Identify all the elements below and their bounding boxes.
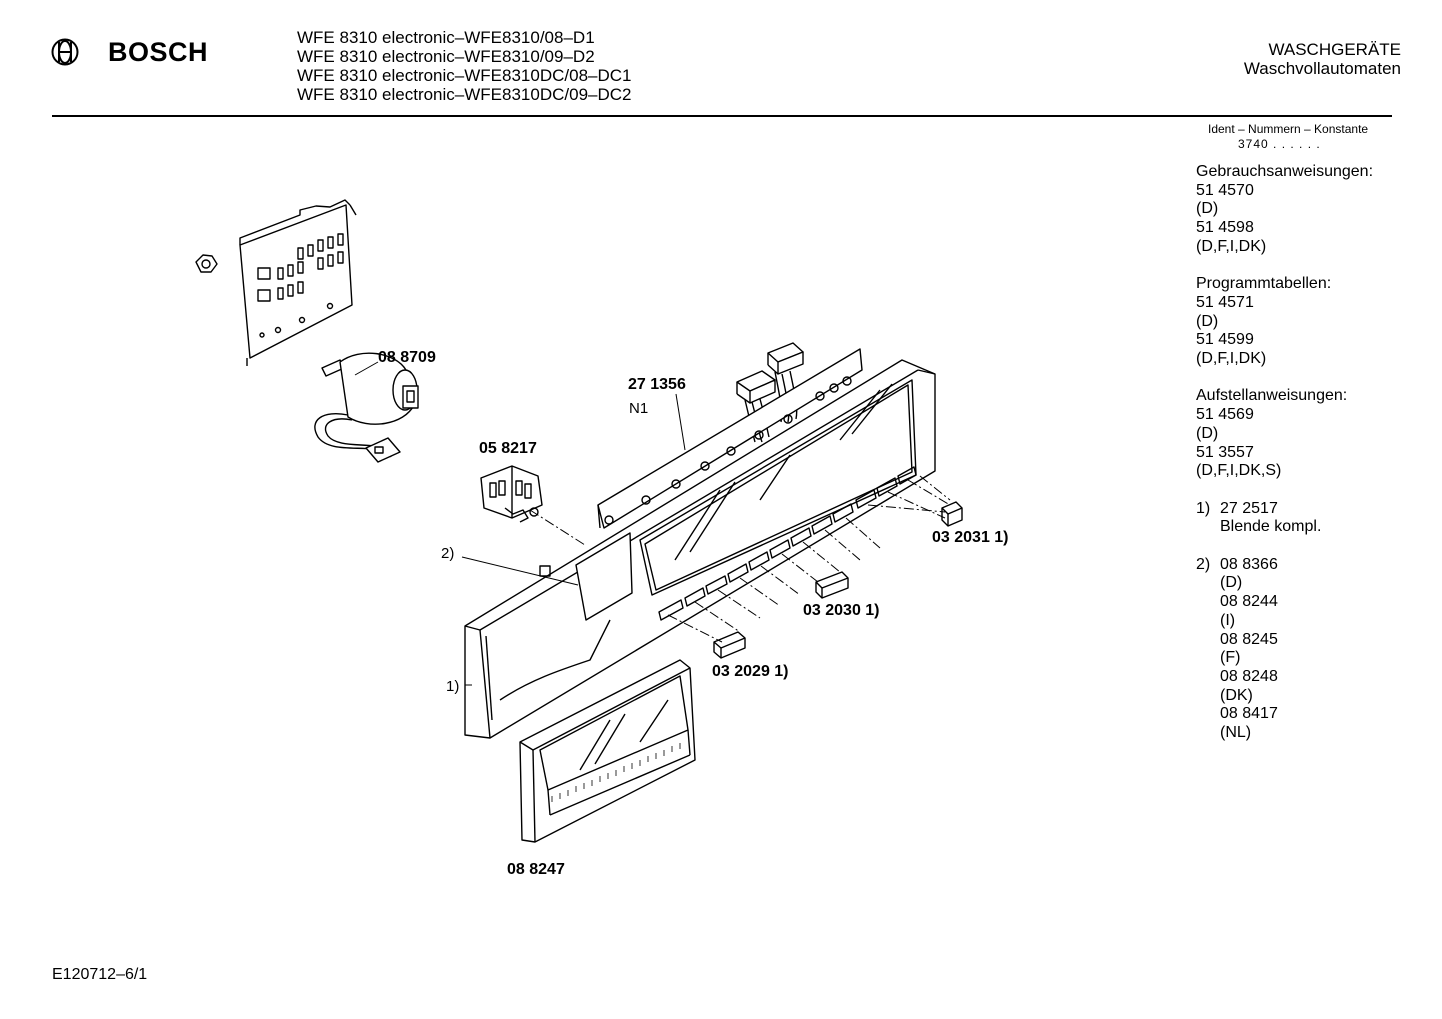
hex-nut <box>195 254 218 273</box>
ident-label: Ident – Nummern – Konstante <box>1208 122 1369 136</box>
label-058217: 05 8217 <box>479 440 537 457</box>
ref-line: (D,F,I,DK,S) <box>1196 462 1282 480</box>
scale-ticks <box>551 743 681 802</box>
ref-title: Gebrauchsanweisungen: <box>1196 163 1374 180</box>
push-button-032029 <box>713 631 746 659</box>
board-contacts <box>257 233 344 302</box>
category-subtitle: Waschvollautomaten <box>1243 59 1401 78</box>
ref-line: 51 4598 <box>1196 219 1254 237</box>
model-list: WFE 8310 electronic–WFE8310/08–D1 WFE 83… <box>297 28 631 104</box>
label-032030: 03 2030 1) <box>803 602 880 619</box>
note-number: 2) <box>1196 555 1211 573</box>
ref-line: 51 4570 <box>1196 181 1254 199</box>
label-n1: N1 <box>629 400 648 417</box>
ref-title: Aufstellanweisungen: <box>1196 387 1348 405</box>
ref-line: (D) <box>1196 424 1219 442</box>
note-line: (DK) <box>1220 686 1253 704</box>
ref-line: (D) <box>1196 200 1219 218</box>
ref-line: 51 4569 <box>1196 406 1254 424</box>
drawing-code: E120712–6/1 <box>52 966 148 983</box>
note-1: 1) 27 2517 Blende kompl. <box>1196 500 1373 537</box>
note-line: 27 2517 <box>1220 499 1278 517</box>
button-slots <box>658 466 917 621</box>
suppression-capacitor <box>314 352 419 463</box>
label-271356: 27 1356 <box>628 376 686 393</box>
leader-lines <box>354 361 686 686</box>
note-line: 08 8366 <box>1220 555 1278 573</box>
ident-block: Ident – Nummern – Konstante 3740 . . . .… <box>1208 122 1368 152</box>
note-line: 08 8245 <box>1220 630 1278 648</box>
ref-block-programm: Programmtabellen: 51 4571 (D) 51 4599 (D… <box>1196 275 1373 369</box>
category-block: WASCHGERÄTE Waschvollautomaten <box>1244 40 1401 78</box>
model-line: WFE 8310 electronic–WFE8310DC/09–DC2 <box>297 85 632 104</box>
ref-block-aufstell: Aufstellanweisungen: 51 4569 (D) 51 3557… <box>1196 387 1373 481</box>
ref-line: (D,F,I,DK) <box>1196 237 1267 255</box>
bosch-armature-icon <box>51 38 79 66</box>
control-panel-fascia <box>464 359 936 739</box>
model-line: WFE 8310 electronic–WFE8310/09–D2 <box>297 47 595 66</box>
note-line: 08 8244 <box>1220 593 1278 611</box>
ident-value: 3740 . . . . . . <box>1238 137 1321 151</box>
push-button-032031 <box>941 501 963 527</box>
note-line: (NL) <box>1220 724 1252 742</box>
note-line: (I) <box>1220 611 1236 629</box>
note-line: 08 8248 <box>1220 667 1278 685</box>
category-title: WASCHGERÄTE <box>1268 40 1401 59</box>
power-switch <box>480 465 543 523</box>
brand-name: BOSCH <box>108 36 209 67</box>
assembly-lines <box>529 475 951 643</box>
note-line: (F) <box>1220 649 1241 667</box>
push-button-032030 <box>815 571 849 599</box>
ref-title: Programmtabellen: <box>1196 275 1332 293</box>
circuit-board <box>239 199 357 366</box>
model-line: WFE 8310 electronic–WFE8310DC/08–DC1 <box>297 66 632 85</box>
board-leds <box>604 376 852 525</box>
header-divider <box>52 115 1392 117</box>
display-window-cover <box>519 659 696 843</box>
label-ref-2: 2) <box>441 545 454 562</box>
label-032031: 03 2031 1) <box>932 529 1009 546</box>
ref-line: 51 4599 <box>1196 331 1254 349</box>
label-088247: 08 8247 <box>507 861 565 878</box>
ref-line: 51 3557 <box>1196 443 1254 461</box>
ref-block-gebrauch: Gebrauchsanweisungen: 51 4570 (D) 51 459… <box>1196 163 1373 257</box>
ref-line: 51 4571 <box>1196 293 1254 311</box>
label-032029: 03 2029 1) <box>712 663 789 680</box>
note-line: Blende kompl. <box>1220 518 1322 536</box>
note-number: 1) <box>1196 499 1211 517</box>
note-2: 2) 08 8366 (D) 08 8244 (I) 08 8245 (F) 08… <box>1196 556 1373 743</box>
label-088709: 08 8709 <box>378 349 436 366</box>
note-line: 08 8417 <box>1220 705 1278 723</box>
bosch-logo: BOSCH <box>50 34 208 70</box>
label-ref-1: 1) <box>446 678 459 695</box>
model-line: WFE 8310 electronic–WFE8310/08–D1 <box>297 28 595 47</box>
control-board-module <box>597 348 863 529</box>
ref-line: (D) <box>1196 312 1219 330</box>
ref-line: (D,F,I,DK) <box>1196 350 1267 368</box>
note-line: (D) <box>1220 574 1243 592</box>
document-references: Gebrauchsanweisungen: 51 4570 (D) 51 459… <box>1196 163 1373 761</box>
exploded-view-drawing: 08 8709 27 1356 N1 05 8217 2) 1) 03 2031… <box>195 199 1009 878</box>
